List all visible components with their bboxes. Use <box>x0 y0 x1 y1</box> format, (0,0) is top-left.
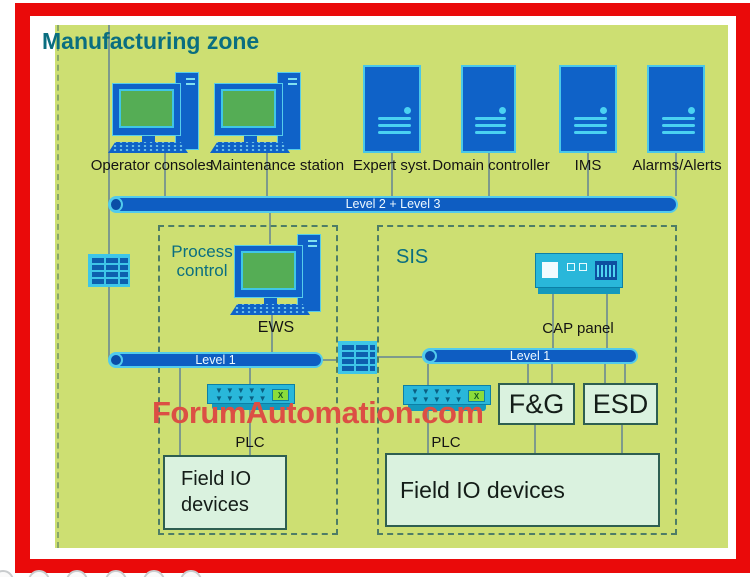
sis-label: SIS <box>396 246 429 268</box>
screen <box>119 89 174 128</box>
bus-level1-left: Level 1 <box>108 352 323 368</box>
firewall-icon <box>338 341 377 374</box>
monitor-icon <box>112 83 181 136</box>
connector-line <box>527 364 529 383</box>
plc-label: PLC <box>431 434 461 451</box>
plc-label: PLC <box>235 434 265 451</box>
field-io-box-left: Field IO devices <box>163 455 287 530</box>
connector-line <box>269 213 271 244</box>
esd-box: ESD <box>583 383 658 425</box>
connector-line <box>249 409 251 455</box>
device-label: Operator consoles <box>90 157 214 174</box>
firewall-icon <box>88 254 130 287</box>
device-label: Alarms/Alerts <box>632 157 722 174</box>
bus-label: Level 2 + Level 3 <box>345 197 441 212</box>
server-led <box>403 107 411 115</box>
workstation-icon <box>108 72 200 153</box>
plc-display: X <box>468 390 485 402</box>
post-action-button[interactable] <box>66 570 88 577</box>
device-label: Maintenance station <box>209 157 345 174</box>
connector-line <box>266 151 268 196</box>
connector-line <box>179 368 181 455</box>
connector-line <box>534 425 536 453</box>
server-icon <box>363 65 421 153</box>
trunk-connector-line <box>108 25 110 360</box>
device-label: Domain controller <box>432 157 550 174</box>
bus-label: Level 1 <box>509 348 551 363</box>
keyboard-icon <box>210 142 290 153</box>
monitor-icon <box>214 83 283 136</box>
connector-line <box>249 368 251 384</box>
keyboard-icon <box>230 304 310 315</box>
sis-zone <box>377 225 677 535</box>
connector-line <box>587 153 589 196</box>
connector-line <box>323 359 338 361</box>
server-led <box>687 107 695 115</box>
field-io-box-right: Field IO devices <box>385 453 660 527</box>
process-control-zone <box>158 225 338 535</box>
bus-label: Level 1 <box>195 352 236 367</box>
ews-label: EWS <box>257 319 295 336</box>
connector-line <box>621 425 623 453</box>
connector-line <box>391 153 393 196</box>
post-action-button[interactable] <box>0 570 14 577</box>
watermark: ForumAutomation.com <box>152 395 484 430</box>
plc-display: X <box>272 389 289 401</box>
monitor-icon <box>234 245 303 298</box>
server-icon <box>461 65 516 153</box>
keyboard-icon <box>108 142 188 153</box>
connector-line <box>606 294 608 348</box>
device-label: Expert syst. <box>352 157 432 174</box>
screen <box>241 251 296 290</box>
connector-line <box>377 356 422 358</box>
post-action-more-button[interactable] <box>180 570 202 577</box>
connector-line <box>271 314 273 352</box>
connector-line <box>427 409 429 453</box>
post-action-button[interactable] <box>28 570 50 577</box>
connector-line <box>427 364 429 385</box>
screen <box>221 89 276 128</box>
bus-level2-level3: Level 2 + Level 3 <box>108 196 678 213</box>
connector-line <box>488 153 490 196</box>
connector-line <box>675 153 677 196</box>
connector-line <box>624 364 626 383</box>
server-led <box>499 107 507 115</box>
cap-panel-label: CAP panel <box>542 320 614 337</box>
workstation-icon <box>210 72 302 153</box>
fg-box: F&G <box>498 383 575 425</box>
server-icon <box>647 65 705 153</box>
panel-display <box>595 261 617 280</box>
page-title: Manufacturing zone <box>42 28 260 54</box>
connector-line <box>552 294 554 348</box>
connector-line <box>551 364 553 383</box>
manufacturing-zone-border <box>57 25 59 548</box>
post-action-button[interactable] <box>105 570 127 577</box>
server-icon <box>559 65 617 153</box>
process-control-label: Process control <box>171 242 233 280</box>
device-label: IMS <box>574 157 602 174</box>
connector-line <box>164 151 166 196</box>
connector-line <box>604 364 606 383</box>
server-led <box>599 107 607 115</box>
bus-level1-right: Level 1 <box>422 348 638 364</box>
ews-workstation-icon <box>230 234 322 315</box>
post-action-button[interactable] <box>143 570 165 577</box>
